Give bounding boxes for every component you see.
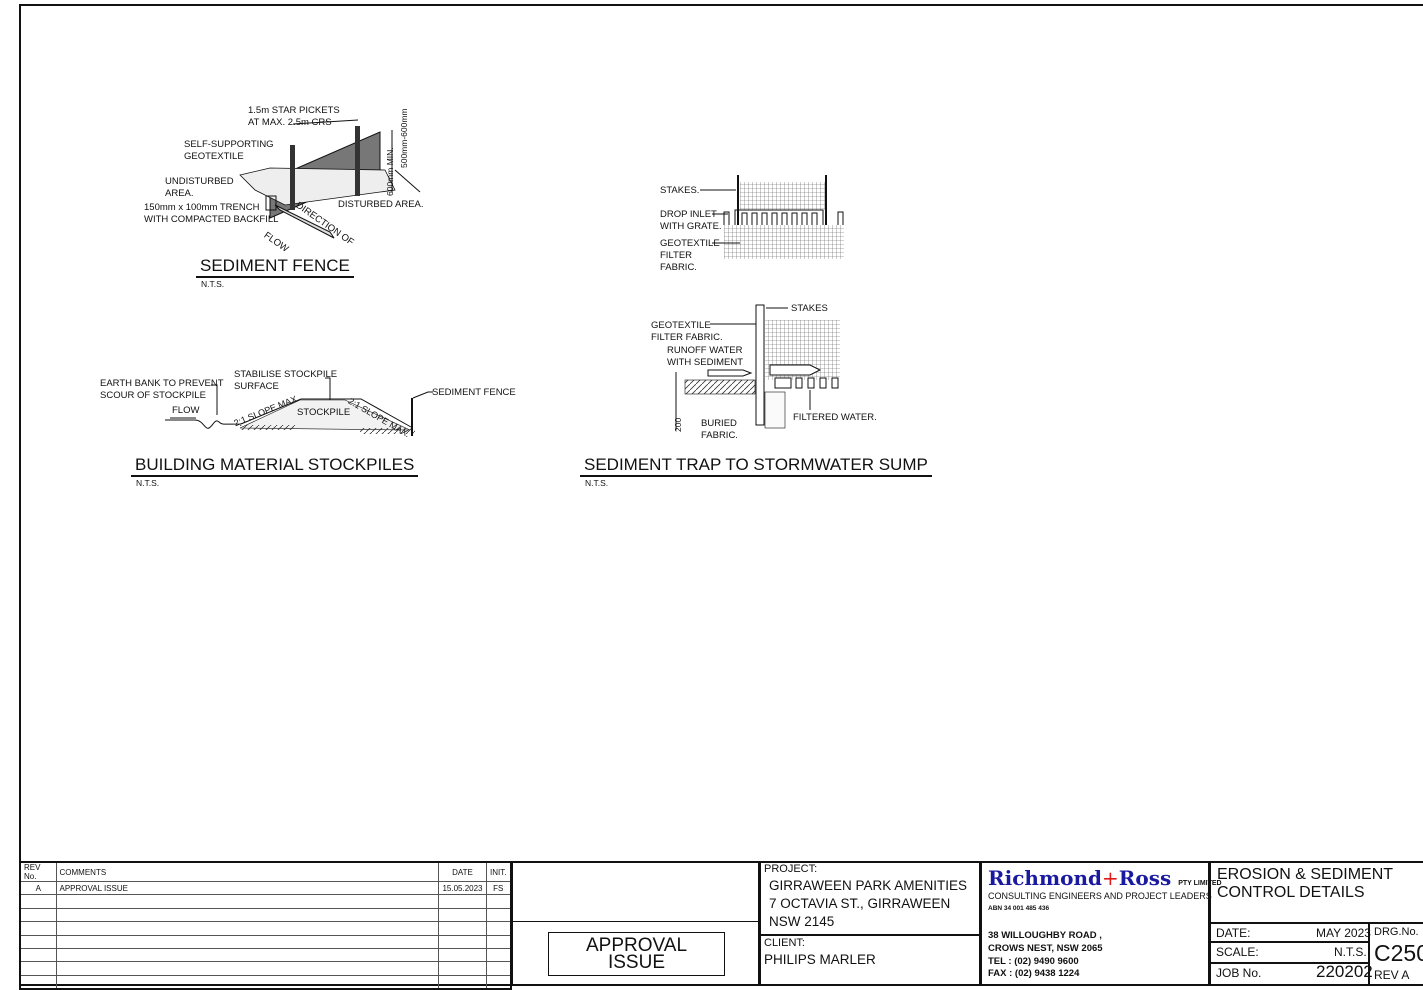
logo-cross: + <box>1101 866 1119 890</box>
revision-table: REV No. COMMENTS DATE INIT. A APPROVAL I… <box>19 861 512 990</box>
company-fax: FAX : (02) 9438 1224 <box>988 968 1080 979</box>
label-pickets: 1.5m STAR PICKETS <box>248 105 340 116</box>
sediment-fence-drawing <box>239 119 421 239</box>
divider <box>1209 922 1423 924</box>
label-geotextile: GEOTEXTILE <box>660 238 720 249</box>
date-cell: 15.05.2023 <box>438 880 487 896</box>
label-flow: FLOW <box>172 405 200 416</box>
project-label: PROJECT: <box>764 863 818 875</box>
company-tagline: CONSULTING ENGINEERS AND PROJECT LEADERS <box>988 891 1212 901</box>
label-dim-200: 200 <box>673 417 683 432</box>
label-stakes: STAKES <box>791 303 828 314</box>
sump-title: SEDIMENT TRAP TO STORMWATER SUMP <box>580 455 932 477</box>
company-address-2: CROWS NEST, NSW 2065 <box>988 943 1103 954</box>
logo-suffix: PTY LIMITED <box>1178 880 1222 887</box>
revision-header-row: REV No. COMMENTS DATE INIT. <box>19 861 512 882</box>
company-tel: TEL : (02) 9490 9600 <box>988 956 1079 967</box>
job-label: JOB No. <box>1216 966 1262 980</box>
label-geotextile-3: FABRIC. <box>660 262 697 273</box>
sump-scale: N.T.S. <box>585 478 609 488</box>
revision: REV A <box>1374 968 1410 982</box>
label-stakes: STAKES. <box>660 185 700 196</box>
stockpiles-title: BUILDING MATERIAL STOCKPILES <box>131 455 419 477</box>
sheet-title-1: EROSION & SEDIMENT <box>1217 866 1394 883</box>
scale-value: N.T.S. <box>1334 945 1367 959</box>
label-runoff: RUNOFF WATER <box>667 345 743 356</box>
label-trench-2: WITH COMPACTED BACKFILL <box>144 214 279 225</box>
header-init: INIT. <box>485 861 512 882</box>
logo-text-1: Richmond <box>988 866 1102 890</box>
sediment-fence-title: SEDIMENT FENCE <box>196 256 354 278</box>
job-number: 220202 <box>1316 962 1373 981</box>
company-logo: Richmond+Ross PTY LIMITED <box>988 866 1222 890</box>
label-geotextile-2: GEOTEXTILE <box>184 151 244 162</box>
drawing-number-label: DRG.No. <box>1374 926 1419 938</box>
project-line-3: NSW 2145 <box>769 914 835 929</box>
company-abn: ABN 34 001 485 436 <box>988 905 1050 912</box>
header-comments: COMMENTS <box>55 861 440 882</box>
header-rev: REV No. <box>19 861 57 882</box>
label-sediment-fence: SEDIMENT FENCE <box>432 387 516 398</box>
label-earth-bank: EARTH BANK TO PREVENT <box>100 378 224 389</box>
label-earth-bank-2: SCOUR OF STOCKPILE <box>100 390 206 401</box>
drop-inlet-drawing <box>700 175 844 259</box>
label-geotextile-2: FILTER <box>660 250 693 261</box>
label-filtered: FILTERED WATER. <box>793 412 877 423</box>
label-stabilise-2: SURFACE <box>234 381 279 392</box>
divider <box>759 934 981 936</box>
label-depth: 600mm MIN. <box>385 147 395 196</box>
project-line-1: GIRRAWEEN PARK AMENITIES <box>769 878 968 893</box>
scale-label: SCALE: <box>1216 945 1259 959</box>
label-stabilise: STABILISE STOCKPILE <box>234 369 338 380</box>
project-line-2: 7 OCTAVIA ST., GIRRAWEEN <box>769 896 951 911</box>
label-trench: 150mm x 100mm TRENCH <box>144 202 260 213</box>
label-geotextile: SELF-SUPPORTING <box>184 139 274 150</box>
label-geotextile: GEOTEXTILE <box>651 320 711 331</box>
table-row: A APPROVAL ISSUE 15.05.2023 FS <box>19 880 512 896</box>
label-disturbed: DISTURBED AREA. <box>338 199 424 210</box>
label-buried-2: FABRIC. <box>701 430 738 441</box>
label-runoff-2: WITH SEDIMENT <box>667 357 743 368</box>
client-name: PHILIPS MARLER <box>764 952 876 967</box>
divider <box>1368 922 1370 986</box>
divider <box>511 921 760 923</box>
sump-drawing <box>675 304 840 430</box>
init-cell: FS <box>485 880 512 896</box>
date-value: MAY 2023 <box>1316 926 1371 940</box>
comment-cell: APPROVAL ISSUE <box>55 880 440 896</box>
date-label: DATE: <box>1216 926 1251 940</box>
approval-stamp: APPROVAL ISSUE <box>548 932 725 976</box>
label-geotextile-2: FILTER FABRIC. <box>651 332 723 343</box>
stockpile-drawing <box>165 377 433 436</box>
label-undisturbed-2: AREA. <box>165 188 194 199</box>
label-drop-inlet: DROP INLET <box>660 209 717 220</box>
client-label: CLIENT: <box>764 937 805 949</box>
stockpiles-scale: N.T.S. <box>136 478 160 488</box>
sheet-title-2: CONTROL DETAILS <box>1217 884 1365 901</box>
sediment-fence-scale: N.T.S. <box>201 279 225 289</box>
header-date: DATE <box>438 861 487 882</box>
label-buried: BURIED <box>701 418 737 429</box>
drawing-number: C250 <box>1374 940 1423 966</box>
label-undisturbed: UNDISTURBED <box>165 176 234 187</box>
label-drop-inlet-2: WITH GRATE. <box>660 221 722 232</box>
label-height: 500mm-600mm <box>399 108 409 168</box>
divider <box>1209 962 1369 964</box>
label-stockpile: STOCKPILE <box>297 407 351 418</box>
label-pickets-2: AT MAX. 2.5m CRS <box>248 117 332 128</box>
rev-cell: A <box>19 880 57 896</box>
divider <box>1209 941 1369 943</box>
company-address-1: 38 WILLOUGHBY ROAD , <box>988 930 1102 941</box>
logo-text-2: Ross <box>1118 866 1172 890</box>
